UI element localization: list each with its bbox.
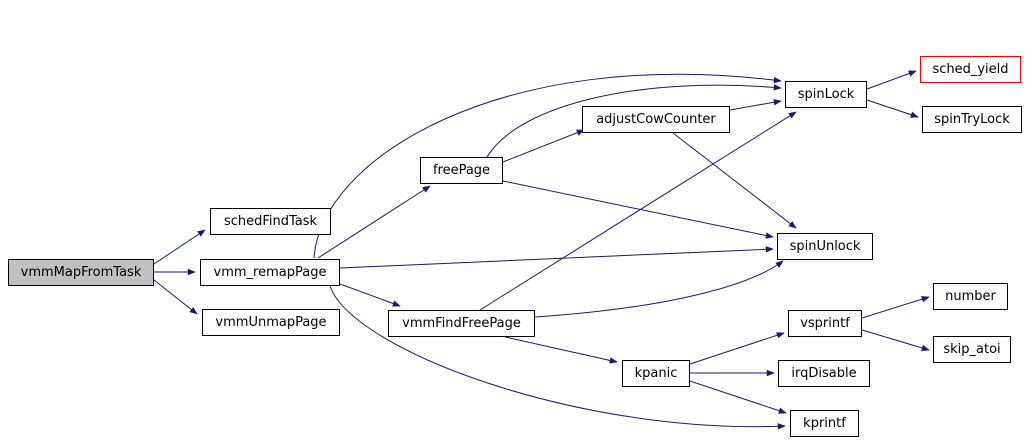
edge-vsprintf-to-skip_atoi [861, 329, 930, 352]
edge-vmmMapFromTask-to-vmmUnmapPage [153, 279, 198, 315]
edge-vmm_remapPage-to-freePage [317, 185, 431, 259]
edge-freePage-to-spinUnlock [502, 180, 774, 239]
edge-adjustCowCounter-to-spinUnlock [672, 132, 797, 229]
edge-vsprintf-to-number [861, 296, 930, 319]
edge-freePage-to-adjustCowCounter [502, 129, 585, 163]
node-kprintf[interactable]: kprintf [790, 410, 859, 437]
edge-vmm_remapPage-to-spinUnlock [339, 246, 774, 269]
node-spin-unlock[interactable]: spinUnlock [777, 233, 873, 260]
edge-spinLock-to-sched_yield [866, 70, 917, 90]
node-adjust-cow-counter[interactable]: adjustCowCounter [582, 106, 730, 133]
edge-vmmMapFromTask-to-schedFindTask [153, 229, 206, 265]
edge-vmmFindFreePage-to-spinLock [479, 111, 797, 311]
node-sched-yield[interactable]: sched_yield [920, 56, 1021, 83]
edge-freePage-to-spinLock [486, 84, 782, 158]
node-vmm-unmap-page[interactable]: vmmUnmapPage [202, 309, 340, 336]
edge-kpanic-to-kprintf [689, 380, 787, 414]
node-number[interactable]: number [933, 283, 1008, 310]
edge-adjustCowCounter-to-spinLock [729, 99, 782, 111]
edge-vmm_remapPage-to-spinLock [313, 73, 782, 259]
edge-vmmFindFreePage-to-spinUnlock [534, 260, 784, 318]
node-vmm-map-from-task: vmmMapFromTask [8, 259, 154, 286]
node-spin-lock[interactable]: spinLock [785, 81, 867, 108]
node-free-page[interactable]: freePage [420, 157, 503, 184]
node-vmm-find-free-page[interactable]: vmmFindFreePage [388, 310, 535, 337]
node-kpanic[interactable]: kpanic [622, 360, 690, 387]
edge-kpanic-to-vsprintf [689, 332, 785, 365]
node-vmm-remap-page[interactable]: vmm_remapPage [200, 259, 340, 286]
node-spin-try-lock[interactable]: spinTryLock [922, 106, 1022, 133]
node-vsprintf[interactable]: vsprintf [788, 310, 862, 337]
node-sched-find-task[interactable]: schedFindTask [210, 208, 331, 235]
edge-spinLock-to-spinTryLock [866, 99, 919, 118]
node-skip-atoi[interactable]: skip_atoi [933, 336, 1011, 363]
edge-vmmFindFreePage-to-kpanic [504, 336, 618, 364]
node-irq-disable[interactable]: irqDisable [778, 360, 870, 387]
edge-vmm_remapPage-to-kprintf [329, 285, 786, 430]
edge-vmm_remapPage-to-vmmFindFreePage [339, 283, 401, 307]
